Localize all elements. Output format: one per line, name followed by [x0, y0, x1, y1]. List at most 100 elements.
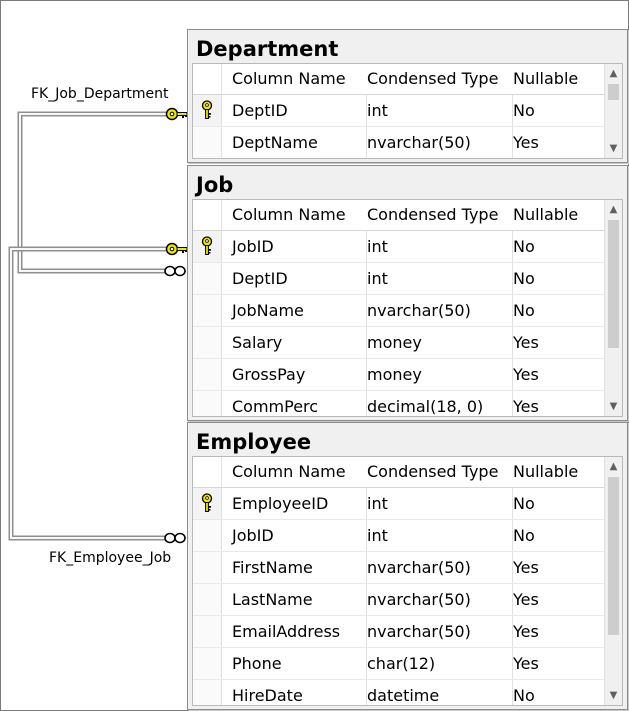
- column-type-cell[interactable]: int: [357, 520, 513, 551]
- relationship-fk-employee-job[interactable]: [8, 246, 166, 541]
- scrollbar-thumb[interactable]: [608, 84, 619, 100]
- table-row[interactable]: DeptID int No: [193, 95, 622, 127]
- column-nullable-cell[interactable]: No: [503, 263, 612, 294]
- vertical-scrollbar[interactable]: ▲ ▼: [604, 200, 622, 416]
- scrollbar-thumb[interactable]: [608, 220, 619, 348]
- column-nullable-cell[interactable]: Yes: [503, 391, 612, 416]
- row-selector[interactable]: [193, 95, 222, 126]
- chevron-down-icon[interactable]: ▼: [609, 401, 618, 412]
- column-header-name[interactable]: Column Name: [222, 200, 367, 230]
- column-nullable-cell[interactable]: Yes: [503, 616, 612, 647]
- table-row[interactable]: EmployeeID int No: [193, 488, 622, 520]
- chevron-down-icon[interactable]: ▼: [609, 690, 618, 701]
- column-nullable-cell[interactable]: No: [503, 488, 612, 519]
- column-type-cell[interactable]: int: [357, 95, 513, 126]
- vertical-scrollbar[interactable]: ▲ ▼: [604, 64, 622, 158]
- column-name-cell[interactable]: Phone: [222, 648, 367, 679]
- column-nullable-cell[interactable]: No: [503, 680, 612, 705]
- row-selector[interactable]: [193, 359, 222, 390]
- column-type-cell[interactable]: datetime: [357, 680, 513, 705]
- row-selector[interactable]: [193, 680, 222, 705]
- column-nullable-cell[interactable]: Yes: [503, 552, 612, 583]
- chevron-down-icon[interactable]: ▼: [609, 143, 618, 154]
- column-nullable-cell[interactable]: No: [503, 231, 612, 262]
- column-type-cell[interactable]: decimal(18, 0): [357, 391, 513, 416]
- column-type-cell[interactable]: int: [357, 488, 513, 519]
- column-type-cell[interactable]: int: [357, 263, 513, 294]
- row-selector[interactable]: [193, 231, 222, 262]
- column-name-cell[interactable]: DeptID: [222, 263, 367, 294]
- table-employee[interactable]: Employee Column Name Condensed Type Null…: [187, 422, 628, 710]
- column-nullable-cell[interactable]: No: [503, 295, 612, 326]
- row-selector[interactable]: [193, 552, 222, 583]
- column-name-cell[interactable]: DeptID: [222, 95, 367, 126]
- column-type-cell[interactable]: int: [357, 231, 513, 262]
- column-type-cell[interactable]: char(12): [357, 648, 513, 679]
- relationship-fk-job-department[interactable]: [17, 111, 166, 274]
- column-name-cell[interactable]: JobName: [222, 295, 367, 326]
- column-name-cell[interactable]: CommPerc: [222, 391, 367, 416]
- column-header-name[interactable]: Column Name: [222, 457, 367, 487]
- column-header-nullable[interactable]: Nullable: [503, 64, 612, 94]
- column-name-cell[interactable]: GrossPay: [222, 359, 367, 390]
- table-row[interactable]: GrossPay money Yes: [193, 359, 622, 391]
- column-name-cell[interactable]: HireDate: [222, 680, 367, 705]
- row-selector[interactable]: [193, 488, 222, 519]
- column-header-type[interactable]: Condensed Type: [357, 64, 513, 94]
- table-row[interactable]: HireDate datetime No: [193, 680, 622, 705]
- row-selector[interactable]: [193, 584, 222, 615]
- table-row[interactable]: LastName nvarchar(50) Yes: [193, 584, 622, 616]
- row-selector[interactable]: [193, 520, 222, 551]
- column-name-cell[interactable]: FirstName: [222, 552, 367, 583]
- column-header-type[interactable]: Condensed Type: [357, 200, 513, 230]
- row-selector[interactable]: [193, 263, 222, 294]
- chevron-up-icon[interactable]: ▲: [609, 461, 618, 472]
- column-name-cell[interactable]: LastName: [222, 584, 367, 615]
- column-header-name[interactable]: Column Name: [222, 64, 367, 94]
- row-selector[interactable]: [193, 616, 222, 647]
- column-type-cell[interactable]: nvarchar(50): [357, 584, 513, 615]
- column-type-cell[interactable]: money: [357, 359, 513, 390]
- column-nullable-cell[interactable]: Yes: [503, 327, 612, 358]
- column-type-cell[interactable]: money: [357, 327, 513, 358]
- row-selector[interactable]: [193, 648, 222, 679]
- table-row[interactable]: CommPerc decimal(18, 0) Yes: [193, 391, 622, 416]
- table-row[interactable]: Salary money Yes: [193, 327, 622, 359]
- column-name-cell[interactable]: JobID: [222, 520, 367, 551]
- table-row[interactable]: JobName nvarchar(50) No: [193, 295, 622, 327]
- column-name-cell[interactable]: EmailAddress: [222, 616, 367, 647]
- vertical-scrollbar[interactable]: ▲ ▼: [604, 457, 622, 705]
- column-name-cell[interactable]: DeptName: [222, 127, 367, 158]
- column-header-nullable[interactable]: Nullable: [503, 457, 612, 487]
- row-selector[interactable]: [193, 327, 222, 358]
- column-nullable-cell[interactable]: No: [503, 95, 612, 126]
- chevron-up-icon[interactable]: ▲: [609, 68, 618, 79]
- column-type-cell[interactable]: nvarchar(50): [357, 616, 513, 647]
- table-job[interactable]: Job Column Name Condensed Type Nullable …: [187, 165, 628, 421]
- row-selector[interactable]: [193, 127, 222, 158]
- column-nullable-cell[interactable]: Yes: [503, 648, 612, 679]
- column-nullable-cell[interactable]: Yes: [503, 127, 612, 158]
- table-row[interactable]: DeptName nvarchar(50) Yes: [193, 127, 622, 158]
- column-nullable-cell[interactable]: Yes: [503, 359, 612, 390]
- column-nullable-cell[interactable]: Yes: [503, 584, 612, 615]
- row-selector[interactable]: [193, 391, 222, 416]
- column-header-nullable[interactable]: Nullable: [503, 200, 612, 230]
- row-selector[interactable]: [193, 295, 222, 326]
- column-type-cell[interactable]: nvarchar(50): [357, 127, 513, 158]
- table-row[interactable]: DeptID int No: [193, 263, 622, 295]
- table-row[interactable]: EmailAddress nvarchar(50) Yes: [193, 616, 622, 648]
- column-name-cell[interactable]: EmployeeID: [222, 488, 367, 519]
- table-department[interactable]: Department Column Name Condensed Type Nu…: [187, 29, 628, 163]
- column-type-cell[interactable]: nvarchar(50): [357, 295, 513, 326]
- table-row[interactable]: FirstName nvarchar(50) Yes: [193, 552, 622, 584]
- scrollbar-thumb[interactable]: [608, 477, 619, 635]
- table-row[interactable]: JobID int No: [193, 231, 622, 263]
- table-row[interactable]: Phone char(12) Yes: [193, 648, 622, 680]
- column-name-cell[interactable]: JobID: [222, 231, 367, 262]
- chevron-up-icon[interactable]: ▲: [609, 204, 618, 215]
- column-nullable-cell[interactable]: No: [503, 520, 612, 551]
- column-header-type[interactable]: Condensed Type: [357, 457, 513, 487]
- column-name-cell[interactable]: Salary: [222, 327, 367, 358]
- column-type-cell[interactable]: nvarchar(50): [357, 552, 513, 583]
